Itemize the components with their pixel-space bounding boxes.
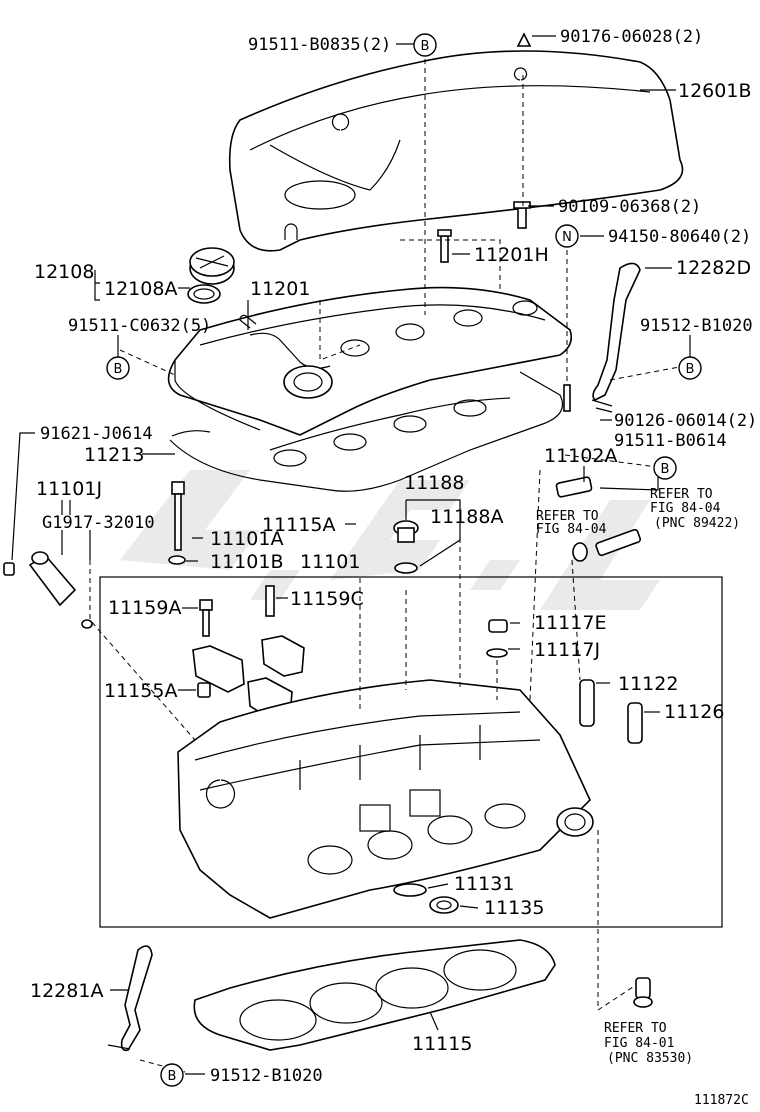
label-91512-B1020-bot: 91512-B1020	[210, 1066, 323, 1086]
camshaft-caps	[192, 585, 305, 721]
head-assembly-box	[99, 576, 723, 928]
callout-b-1: B	[413, 33, 437, 57]
ref3-line2: FIG 84-01	[604, 1036, 674, 1051]
head-gasket-11115	[193, 939, 556, 1051]
label-91512-B1020-top: 91512-B1020	[640, 316, 753, 336]
svg-text:B: B	[686, 362, 695, 377]
label-11159A: 11159A	[108, 597, 181, 619]
callout-b-5: B	[160, 1063, 184, 1087]
gaskets-11131-11135	[393, 883, 459, 914]
ref1-line1: REFER TO	[536, 509, 599, 524]
leader-lines	[11, 35, 691, 1075]
label-11201H: 11201H	[474, 244, 549, 266]
sensor-11102A	[555, 476, 642, 562]
svg-text:B: B	[168, 1069, 177, 1084]
cover-gasket-11213	[169, 371, 564, 492]
label-11101B: 11101B	[210, 551, 283, 573]
nut-90176	[516, 32, 532, 47]
bolt-11101A	[168, 481, 186, 565]
svg-text:B: B	[114, 362, 123, 377]
label-91511-B0835: 91511-B0835(2)	[248, 35, 391, 55]
callout-b-3: B	[678, 356, 702, 380]
label-94150-80640: 94150-80640(2)	[608, 227, 751, 247]
svg-text:B: B	[661, 462, 670, 477]
label-11101J: 11101J	[36, 478, 102, 500]
plug-11188	[393, 520, 419, 574]
label-11117J: 11117J	[534, 639, 600, 661]
label-12281A: 12281A	[30, 980, 103, 1002]
bolt-90109	[513, 201, 531, 229]
label-91621-J0614: 91621-J0614	[40, 424, 153, 444]
label-11188A: 11188A	[430, 506, 503, 528]
part-labels: 91511-B0835(2) 90176-06028(2) 12601B 901…	[30, 27, 757, 1086]
callout-b-4: B	[653, 456, 677, 480]
oil-filler-cap	[187, 247, 235, 304]
figure-id: 111872C	[694, 1093, 749, 1108]
stud-90126	[563, 384, 571, 412]
label-11115A: 11115A	[262, 514, 335, 536]
label-90176-06028: 90176-06028(2)	[560, 27, 703, 47]
label-11101A: 11101A	[210, 528, 283, 550]
cylinder-head-11101	[177, 679, 594, 919]
ref3-line1: REFER TO	[604, 1021, 667, 1036]
label-11115: 11115	[412, 1033, 472, 1055]
label-12108: 12108	[34, 261, 94, 283]
ref2-line1: REFER TO	[650, 487, 713, 502]
callout-b-2: B	[106, 356, 130, 380]
bracket-12282D	[591, 262, 641, 413]
label-11122: 11122	[618, 673, 678, 695]
label-11201: 11201	[250, 278, 310, 300]
ref3-line3: (PNC 83530)	[607, 1051, 693, 1066]
bracket-12281A	[107, 945, 153, 1052]
label-11131: 11131	[454, 873, 514, 895]
label-11159C: 11159C	[290, 588, 364, 610]
label-G1917-32010: G1917-32010	[42, 513, 155, 533]
label-11135: 11135	[484, 897, 544, 919]
callout-n: N	[555, 224, 579, 248]
label-11155A: 11155A	[104, 680, 177, 702]
ocv-valve	[3, 551, 93, 629]
label-11188: 11188	[404, 472, 464, 494]
label-11213: 11213	[84, 444, 144, 466]
ref2-line3: (PNC 89422)	[654, 516, 740, 531]
valve-guides	[579, 679, 643, 744]
svg-text:B: B	[421, 39, 430, 54]
sensor-83530	[633, 977, 653, 1008]
label-90109-06368: 90109-06368(2)	[558, 197, 701, 217]
label-12282D: 12282D	[676, 257, 751, 279]
ref2-line2: FIG 84-04	[650, 501, 721, 516]
label-11126: 11126	[664, 701, 724, 723]
label-11101: 11101	[300, 551, 360, 573]
screw-plug-11117	[486, 619, 508, 658]
label-91511-B0614: 91511-B0614	[614, 431, 727, 451]
cylinder-head-cover-11201	[167, 286, 573, 436]
label-11102A: 11102A	[544, 445, 617, 467]
ref1-line2: FIG 84-04	[536, 522, 607, 537]
refer-notes: REFER TO FIG 84-04 REFER TO FIG 84-04 (P…	[536, 487, 740, 1066]
label-12108A: 12108A	[104, 278, 177, 300]
label-12601B: 12601B	[678, 80, 751, 102]
svg-text:N: N	[562, 230, 572, 245]
engine-cover-12601B	[228, 50, 684, 252]
label-11117E: 11117E	[534, 612, 606, 634]
alignment-lines	[89, 50, 691, 1073]
label-91511-C0632: 91511-C0632(5)	[68, 316, 211, 336]
label-90126-06014: 90126-06014(2)	[614, 411, 757, 431]
bolt-11201H	[437, 229, 452, 263]
